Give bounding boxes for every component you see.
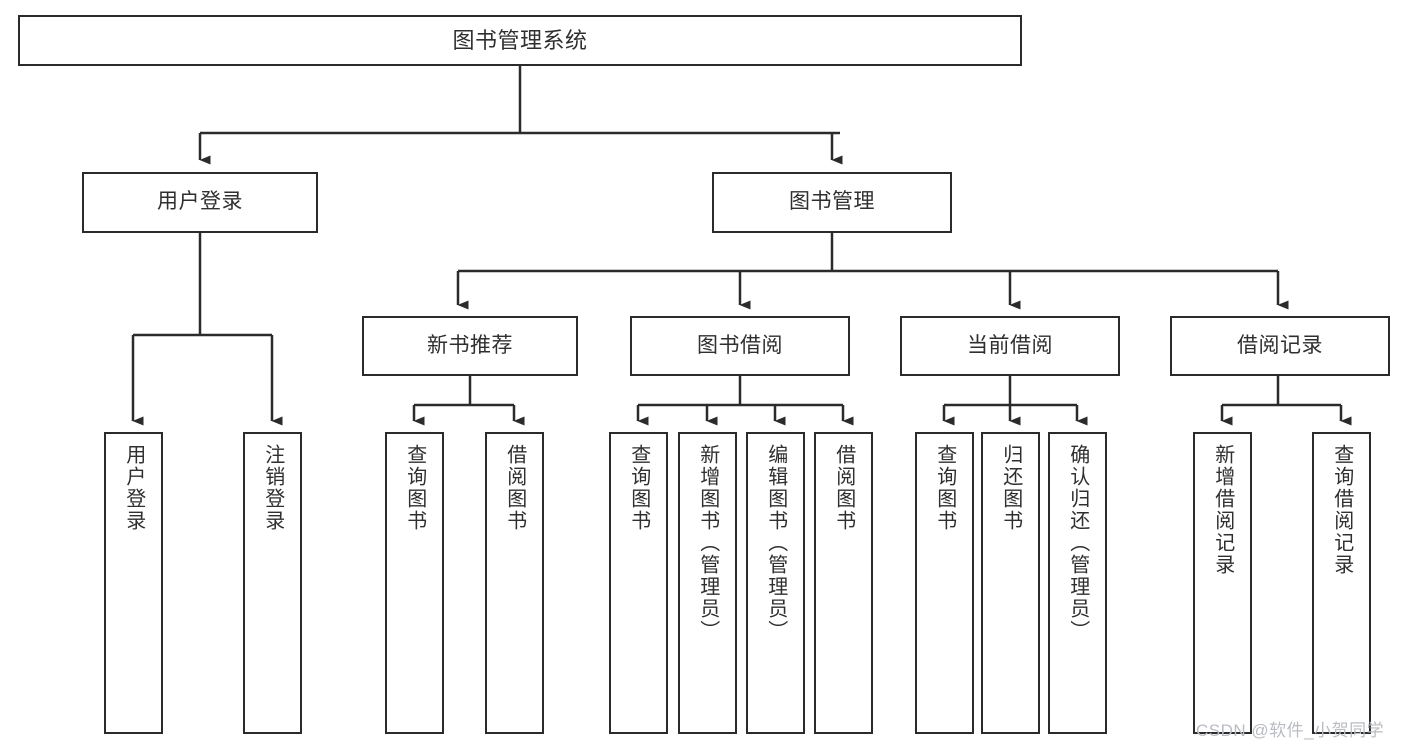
leaf-book-borrow-4[interactable]: 借阅图书	[814, 432, 873, 734]
leaf-user-login-1-label: 用户登录	[122, 444, 145, 532]
leaf-current-borrow-3[interactable]: 确认归还（管理员）	[1048, 432, 1107, 734]
node-root[interactable]: 图书管理系统	[18, 15, 1022, 66]
leaf-borrow-record-1[interactable]: 新增借阅记录	[1193, 432, 1252, 734]
node-book-management[interactable]: 图书管理	[712, 172, 952, 233]
leaf-borrow-record-2[interactable]: 查询借阅记录	[1312, 432, 1371, 734]
leaf-new-book-1[interactable]: 查询图书	[385, 432, 444, 734]
leaf-book-borrow-3-label: 编辑图书（管理员）	[764, 444, 787, 642]
node-current-borrow-label: 当前借阅	[967, 333, 1053, 357]
leaf-new-book-2-label: 借阅图书	[503, 444, 526, 532]
leaf-borrow-record-1-label: 新增借阅记录	[1211, 444, 1234, 576]
leaf-book-borrow-1-label: 查询图书	[627, 444, 650, 532]
node-root-label: 图书管理系统	[452, 27, 588, 53]
leaf-book-borrow-2[interactable]: 新增图书（管理员）	[678, 432, 737, 734]
leaf-book-borrow-3[interactable]: 编辑图书（管理员）	[746, 432, 805, 734]
node-user-login-label: 用户登录	[157, 190, 243, 214]
node-borrow-record[interactable]: 借阅记录	[1170, 316, 1390, 376]
node-new-book-recommend[interactable]: 新书推荐	[362, 316, 578, 376]
leaf-book-borrow-1[interactable]: 查询图书	[609, 432, 668, 734]
node-new-book-recommend-label: 新书推荐	[427, 333, 513, 357]
leaf-current-borrow-3-label: 确认归还（管理员）	[1066, 444, 1089, 642]
node-book-management-label: 图书管理	[789, 190, 875, 214]
leaf-current-borrow-2[interactable]: 归还图书	[981, 432, 1040, 734]
node-book-borrow-label: 图书借阅	[697, 333, 783, 357]
leaf-current-borrow-1-label: 查询图书	[933, 444, 956, 532]
leaf-user-login-2[interactable]: 注销登录	[243, 432, 302, 734]
csdn-watermark: CSDN @软件_小贺同学	[1196, 721, 1385, 740]
node-user-login[interactable]: 用户登录	[82, 172, 318, 233]
leaf-current-borrow-1[interactable]: 查询图书	[915, 432, 974, 734]
leaf-borrow-record-2-label: 查询借阅记录	[1330, 444, 1353, 576]
leaf-user-login-1[interactable]: 用户登录	[104, 432, 163, 734]
leaf-user-login-2-label: 注销登录	[261, 444, 284, 532]
leaf-book-borrow-4-label: 借阅图书	[832, 444, 855, 532]
leaf-new-book-1-label: 查询图书	[403, 444, 426, 532]
node-book-borrow[interactable]: 图书借阅	[630, 316, 850, 376]
node-current-borrow[interactable]: 当前借阅	[900, 316, 1120, 376]
leaf-new-book-2[interactable]: 借阅图书	[485, 432, 544, 734]
leaf-current-borrow-2-label: 归还图书	[999, 444, 1022, 532]
node-borrow-record-label: 借阅记录	[1237, 333, 1323, 357]
leaf-book-borrow-2-label: 新增图书（管理员）	[696, 444, 719, 642]
